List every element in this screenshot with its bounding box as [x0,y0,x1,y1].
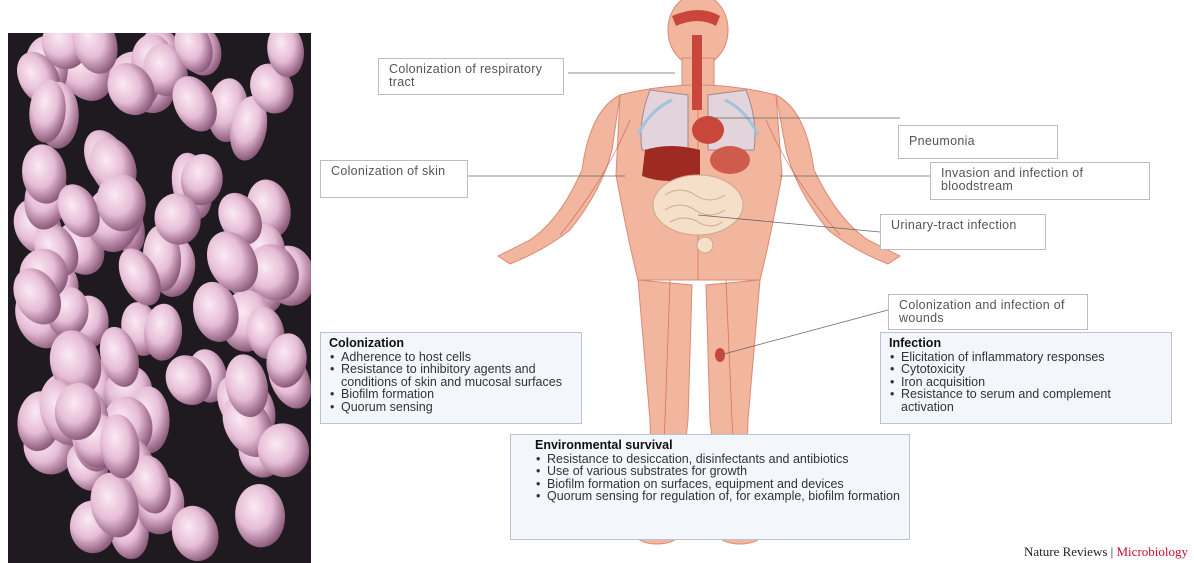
colonization-item: Biofilm formation [341,388,573,401]
callout-wounds: Colonization and infection of wounds [888,294,1088,330]
figure-credit: Nature Reviews | Microbiology [1024,544,1188,560]
colonization-title: Colonization [329,337,573,350]
credit-journal: Nature Reviews [1024,544,1107,559]
callout-pneumonia: Pneumonia [898,125,1058,159]
colonization-box: Colonization Adherence to host cells Res… [320,332,582,424]
environmental-box: Environmental survival Resistance to des… [510,434,910,540]
callout-respiratory: Colonization of respiratory tract [378,58,564,95]
infection-box: Infection Elicitation of inflammatory re… [880,332,1172,424]
environmental-list: Resistance to desiccation, disinfectants… [535,453,901,503]
infection-diagram: Colonization of respiratory tract Pneumo… [320,0,1194,563]
infection-title: Infection [889,337,1163,350]
infection-list: Elicitation of inflammatory responses Cy… [889,351,1163,414]
colonization-list: Adherence to host cells Resistance to in… [329,351,573,414]
callout-bloodstream: Invasion and infection of bloodstream [930,162,1150,200]
colonization-item: Quorum sensing [341,401,573,414]
bacteria-photo [8,33,311,563]
bacteria-illustration [8,33,311,563]
environmental-item: Use of various substrates for growth [547,465,901,478]
infection-item: Resistance to serum and complement activ… [901,388,1163,413]
credit-section: Microbiology [1117,544,1189,559]
credit-separator: | [1107,544,1116,559]
callout-urinary: Urinary-tract infection [880,214,1046,250]
colonization-item: Resistance to inhibitory agents and cond… [341,363,573,388]
callout-skin: Colonization of skin [320,160,468,198]
infection-item: Cytotoxicity [901,363,1163,376]
environmental-title: Environmental survival [535,439,901,452]
environmental-item: Quorum sensing for regulation of, for ex… [547,490,901,503]
